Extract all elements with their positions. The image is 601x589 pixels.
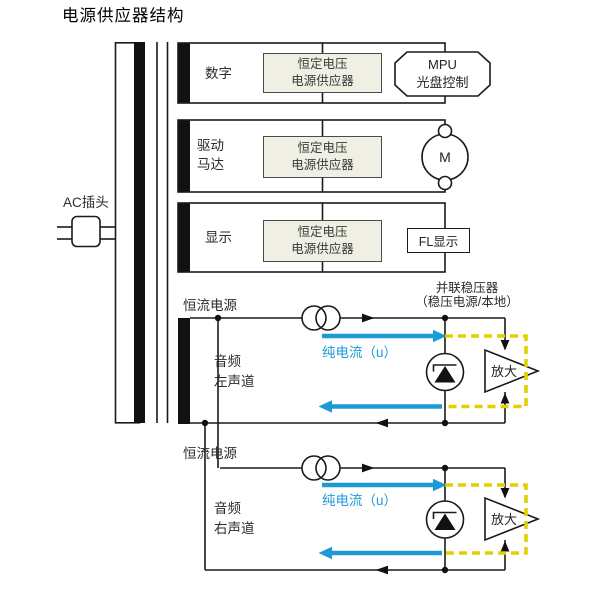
amplifier-triangle: [484, 496, 541, 542]
transformer-secondary-winding-bar: [178, 43, 190, 103]
current-source-symbol: [301, 305, 327, 331]
page-title: 电源供应器结构: [62, 7, 185, 25]
mpu-block-label: MPU 光盘控制: [397, 53, 488, 95]
audio-right-channel-circuit: [205, 455, 541, 575]
transformer-secondary-winding-bar: [178, 318, 190, 424]
flow-arrowhead-down: [500, 340, 510, 351]
channel-label-line: 音频: [214, 501, 241, 516]
junction-dot: [441, 314, 449, 322]
mpu-label-line: MPU: [428, 57, 457, 72]
channel-label-line: 音频: [214, 354, 241, 369]
ac-plug-label: AC插头: [63, 195, 109, 210]
flow-arrowhead-up: [500, 393, 510, 404]
flow-arrowhead-right: [362, 463, 375, 473]
constant-current-source-label: 恒流电源: [183, 446, 237, 461]
junction-dot: [441, 464, 449, 472]
supply-box-line: 恒定电压: [297, 141, 348, 155]
plug-body: [71, 215, 101, 248]
mpu-block-outline: [394, 51, 491, 97]
junction-dot: [214, 314, 222, 322]
flow-arrowhead-right: [362, 313, 375, 323]
mpu-label-line: 光盘控制: [416, 75, 469, 90]
transformer-primary-winding-bar: [134, 42, 145, 423]
current-source-symbol: [315, 455, 341, 481]
motor-terminal: [437, 175, 453, 191]
feedback-loop-dashed: [444, 334, 528, 409]
amplifier-label: 放大: [490, 512, 517, 527]
constant-voltage-supply-box: 恒定电压 电源供应器: [263, 220, 382, 262]
supply-box-line: 恒定电压: [297, 225, 348, 239]
current-source-symbol: [315, 305, 341, 331]
pure-current-label: 纯电流（u）: [322, 345, 398, 360]
supply-box-line: 恒定电压: [297, 57, 348, 71]
audio-left-channel-circuit: [190, 305, 541, 570]
flow-arrowhead-left: [375, 565, 388, 575]
flow-arrowhead-down: [500, 488, 510, 499]
constant-current-source-label: 恒流电源: [183, 298, 237, 313]
section-label-digital: 数字: [205, 66, 232, 81]
supply-box-line: 电源供应器: [291, 242, 354, 256]
junction-dot: [201, 419, 209, 427]
supply-box-line: 电源供应器: [291, 74, 354, 88]
transformer-secondary-winding-bar: [178, 120, 190, 192]
shunt-regulator-triangle: [434, 366, 456, 383]
transformer-symbol: [114, 41, 190, 424]
motor-terminal: [437, 123, 453, 139]
feedback-loop-dashed: [444, 483, 528, 555]
audio-left-channel-label: 音频 左声道: [214, 352, 255, 392]
supply-box-line: 电源供应器: [291, 158, 354, 172]
amplifier-triangle: [484, 348, 541, 394]
shunt-label-line: 并联稳压器: [435, 281, 499, 295]
channel-label-line: 右声道: [214, 521, 255, 536]
pure-current-arrowhead: [318, 546, 332, 560]
current-source-mask: [302, 306, 340, 330]
pure-current-label: 纯电流（u）: [322, 493, 398, 508]
section-label-motor: 驱动 马达: [197, 136, 224, 174]
channel-label-line: 左声道: [214, 374, 255, 389]
fl-display-box: FL显示: [407, 228, 470, 253]
transformer-secondary-winding-bar: [178, 203, 190, 272]
shunt-regulator-cathode: [432, 364, 457, 372]
shunt-regulator-label: 并联稳压器 （稳压电源/本地）: [398, 281, 536, 309]
current-source-symbol: [301, 455, 327, 481]
junction-dot: [441, 566, 449, 574]
shunt-label-line: （稳压电源/本地）: [415, 294, 519, 309]
pure-current-arrowhead: [318, 400, 332, 413]
flow-arrowhead-up: [500, 541, 510, 552]
fl-display-label: FL显示: [418, 235, 459, 249]
audio-right-channel-label: 音频 右声道: [214, 499, 255, 539]
junction-dot: [441, 419, 449, 427]
pure-current-arrowhead: [433, 329, 447, 343]
section-label-line: 马达: [197, 157, 224, 172]
section-label-line: 驱动: [197, 138, 224, 153]
flow-arrowhead-left: [375, 418, 388, 428]
motor-label: M: [439, 149, 451, 165]
current-source-mask: [302, 456, 340, 480]
pure-current-arrowhead: [433, 478, 447, 492]
regulated-section-loops: [177, 42, 491, 273]
constant-voltage-supply-box: 恒定电压 电源供应器: [263, 53, 382, 93]
shunt-regulator-cathode: [432, 511, 457, 519]
amplifier-label: 放大: [490, 364, 517, 379]
ac-plug-symbol: [57, 215, 115, 248]
shunt-regulator-triangle: [434, 513, 456, 530]
constant-voltage-supply-box: 恒定电压 电源供应器: [263, 136, 382, 178]
section-label-display: 显示: [205, 230, 232, 245]
